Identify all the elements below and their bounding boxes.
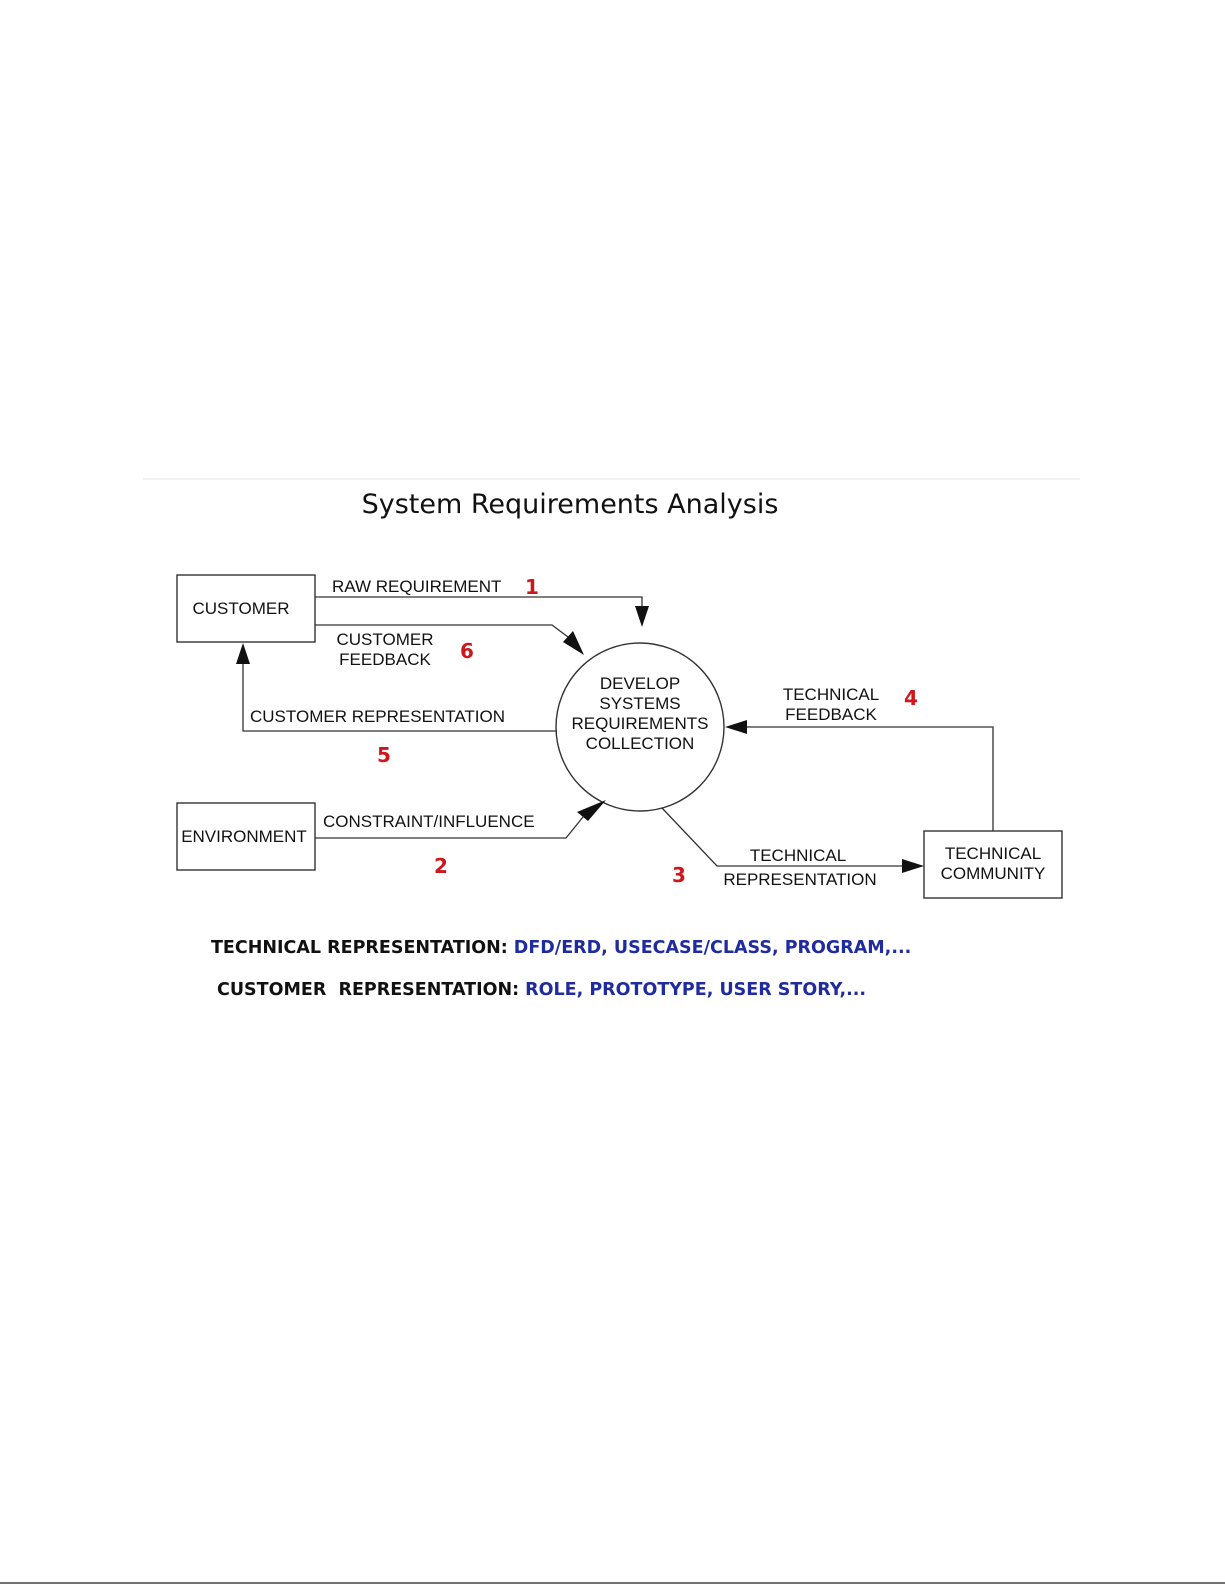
environment-entity: ENVIRONMENT [176,802,316,871]
process-label-line2: SYSTEMS [599,694,680,713]
customer-feedback-label-line1: CUSTOMER [337,630,434,649]
technical-community-entity: TECHNICAL COMMUNITY [923,830,1063,899]
process-label-line3: REQUIREMENTS [572,714,709,733]
process-label-line4: COLLECTION [586,734,695,753]
technical-feedback-label-line2: FEEDBACK [785,705,877,724]
raw-requirement-label: RAW REQUIREMENT [332,577,501,596]
customer-feedback-label-line2: FEEDBACK [339,650,431,669]
flow-constraint-influence: CONSTRAINT/INFLUENCE 2 [315,800,606,878]
legend-value-technical: DFD/ERD, USECASE/CLASS, PROGRAM,... [514,938,911,958]
legend-key-customer: CUSTOMER REPRESENTATION: [217,980,519,1000]
legend-key-technical: TECHNICAL REPRESENTATION: [211,938,508,958]
flow-number-5: 5 [377,743,391,767]
diagram-title: System Requirements Analysis [362,489,779,520]
flow-number-3: 3 [672,863,686,887]
flow-technical-representation: TECHNICAL REPRESENTATION 3 [661,807,924,889]
flow-number-4: 4 [904,686,918,710]
customer-entity-label: CUSTOMER [193,599,290,618]
process-circle: DEVELOP SYSTEMS REQUIREMENTS COLLECTION [555,642,725,812]
technical-community-label-line2: COMMUNITY [941,864,1046,883]
customer-entity: CUSTOMER [176,574,316,643]
technical-representation-label-line1: TECHNICAL [750,846,846,865]
environment-entity-label: ENVIRONMENT [181,827,307,846]
technical-representation-label-line2: REPRESENTATION [723,870,876,889]
constraint-influence-label: CONSTRAINT/INFLUENCE [323,812,535,831]
technical-community-label-line1: TECHNICAL [945,844,1041,863]
technical-feedback-label-line1: TECHNICAL [783,685,879,704]
flow-raw-requirement: RAW REQUIREMENT 1 [315,575,649,627]
legend-row-customer: CUSTOMER REPRESENTATION: ROLE, PROTOTYPE,… [217,980,866,1000]
legend-value-customer: ROLE, PROTOTYPE, USER STORY,... [525,980,866,1000]
flow-customer-feedback: CUSTOMER FEEDBACK 6 [315,624,584,669]
flow-technical-feedback: TECHNICAL FEEDBACK 4 [725,685,994,831]
process-label-line1: DEVELOP [600,674,680,693]
customer-representation-label: CUSTOMER REPRESENTATION [250,707,505,726]
flow-number-2: 2 [434,854,448,878]
flow-customer-representation: CUSTOMER REPRESENTATION 5 [236,643,557,767]
legend: TECHNICAL REPRESENTATION: DFD/ERD, USECAS… [211,938,911,1000]
flow-number-6: 6 [460,639,474,663]
flow-number-1: 1 [525,575,539,599]
legend-row-technical: TECHNICAL REPRESENTATION: DFD/ERD, USECAS… [211,938,911,958]
